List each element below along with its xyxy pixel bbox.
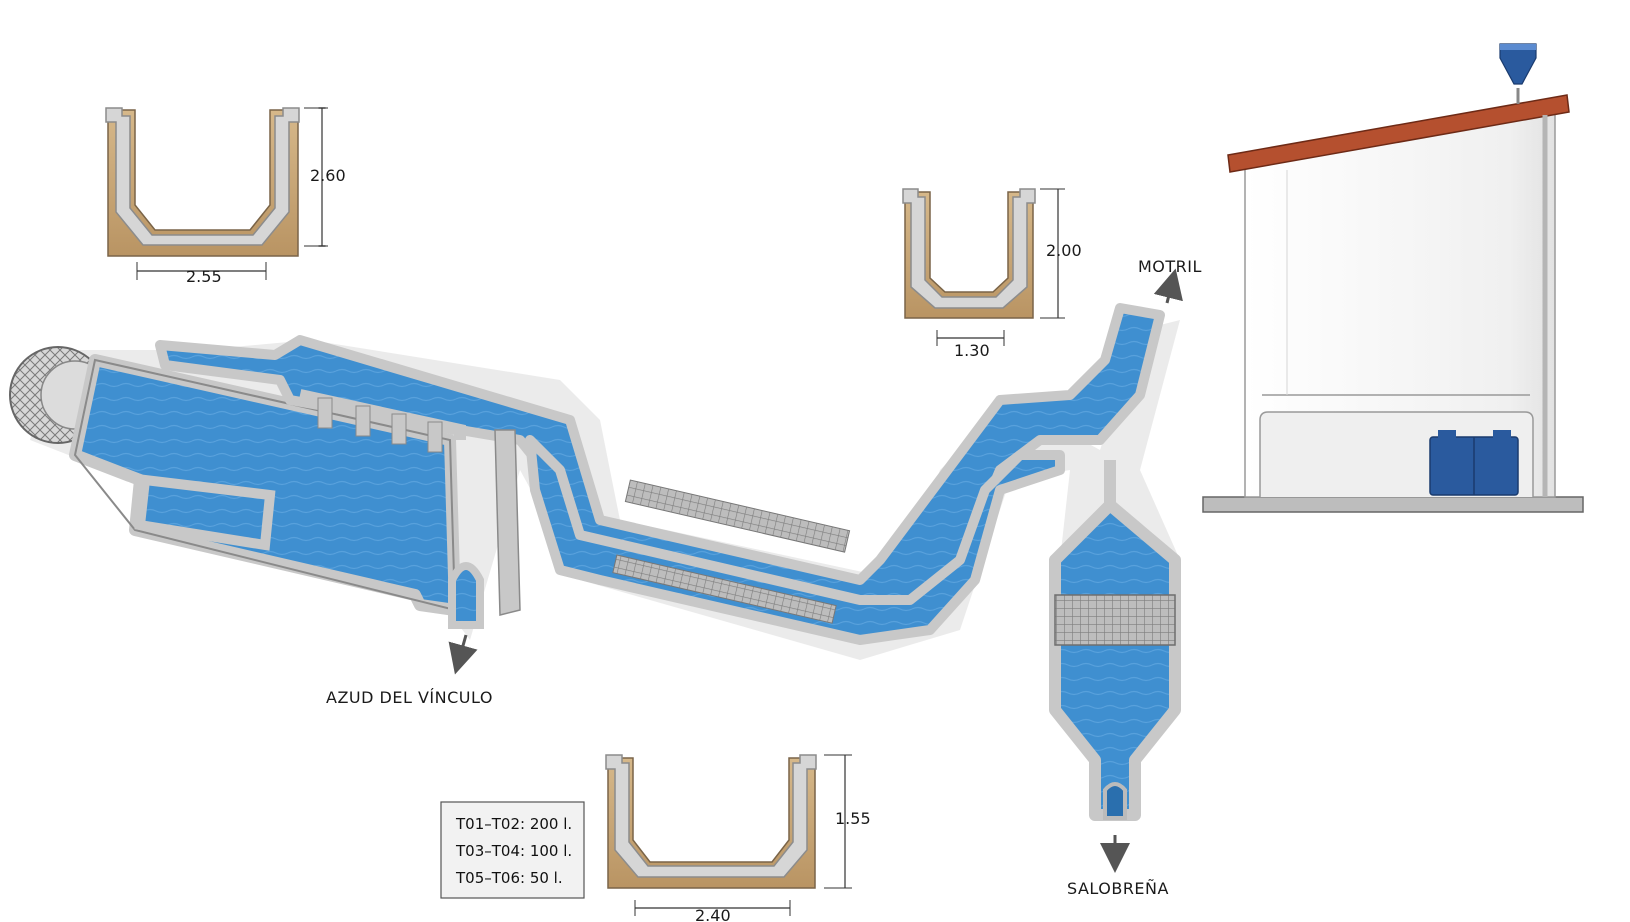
section-1-width: 2.55 (186, 267, 222, 286)
ground-slab (1202, 496, 1584, 513)
label-motril: MOTRIL (1138, 257, 1202, 276)
section-3-width: 2.40 (695, 906, 731, 922)
label-salobrena: SALOBREÑA (1067, 879, 1169, 898)
settling-box (134, 474, 276, 551)
legend-item-3: T05–T06: 50 l. (455, 869, 563, 887)
legend-item-2: T03–T04: 100 l. (455, 842, 572, 860)
section-2-width: 1.30 (954, 341, 990, 360)
legend-box (440, 801, 585, 899)
section-1-lining (105, 107, 300, 246)
flow-arrow-azud (448, 634, 478, 675)
desander-grating (1054, 594, 1176, 646)
section-2-height: 2.00 (1046, 241, 1082, 260)
flow-arrow-motril (1153, 268, 1183, 304)
grating-lower (612, 554, 837, 624)
section-1-height: 2.60 (310, 166, 346, 185)
lower-channel (525, 435, 1065, 645)
section-3-lining (605, 754, 817, 878)
section-2-lining (902, 188, 1036, 309)
cross-section-1: 2.60 2.55 (105, 107, 346, 286)
upper-channel (155, 303, 1165, 637)
section-2-soil (904, 191, 1034, 319)
cross-section-3: 1.55 2.40 (605, 754, 871, 922)
label-azud: AZUD DEL VÍNCULO (326, 688, 493, 707)
section-3-height: 1.55 (835, 809, 871, 828)
tank-legend: T01–T02: 200 l. T03–T04: 100 l. T05–T06:… (440, 801, 585, 899)
cross-section-2: 2.00 1.30 (902, 188, 1082, 360)
azud-outlet (448, 562, 484, 629)
roof (1227, 94, 1570, 173)
legend-item-1: T01–T02: 200 l. (455, 815, 572, 833)
canal-plan (9, 268, 1183, 873)
grating-upper (624, 479, 851, 553)
pump-building (1202, 43, 1584, 513)
